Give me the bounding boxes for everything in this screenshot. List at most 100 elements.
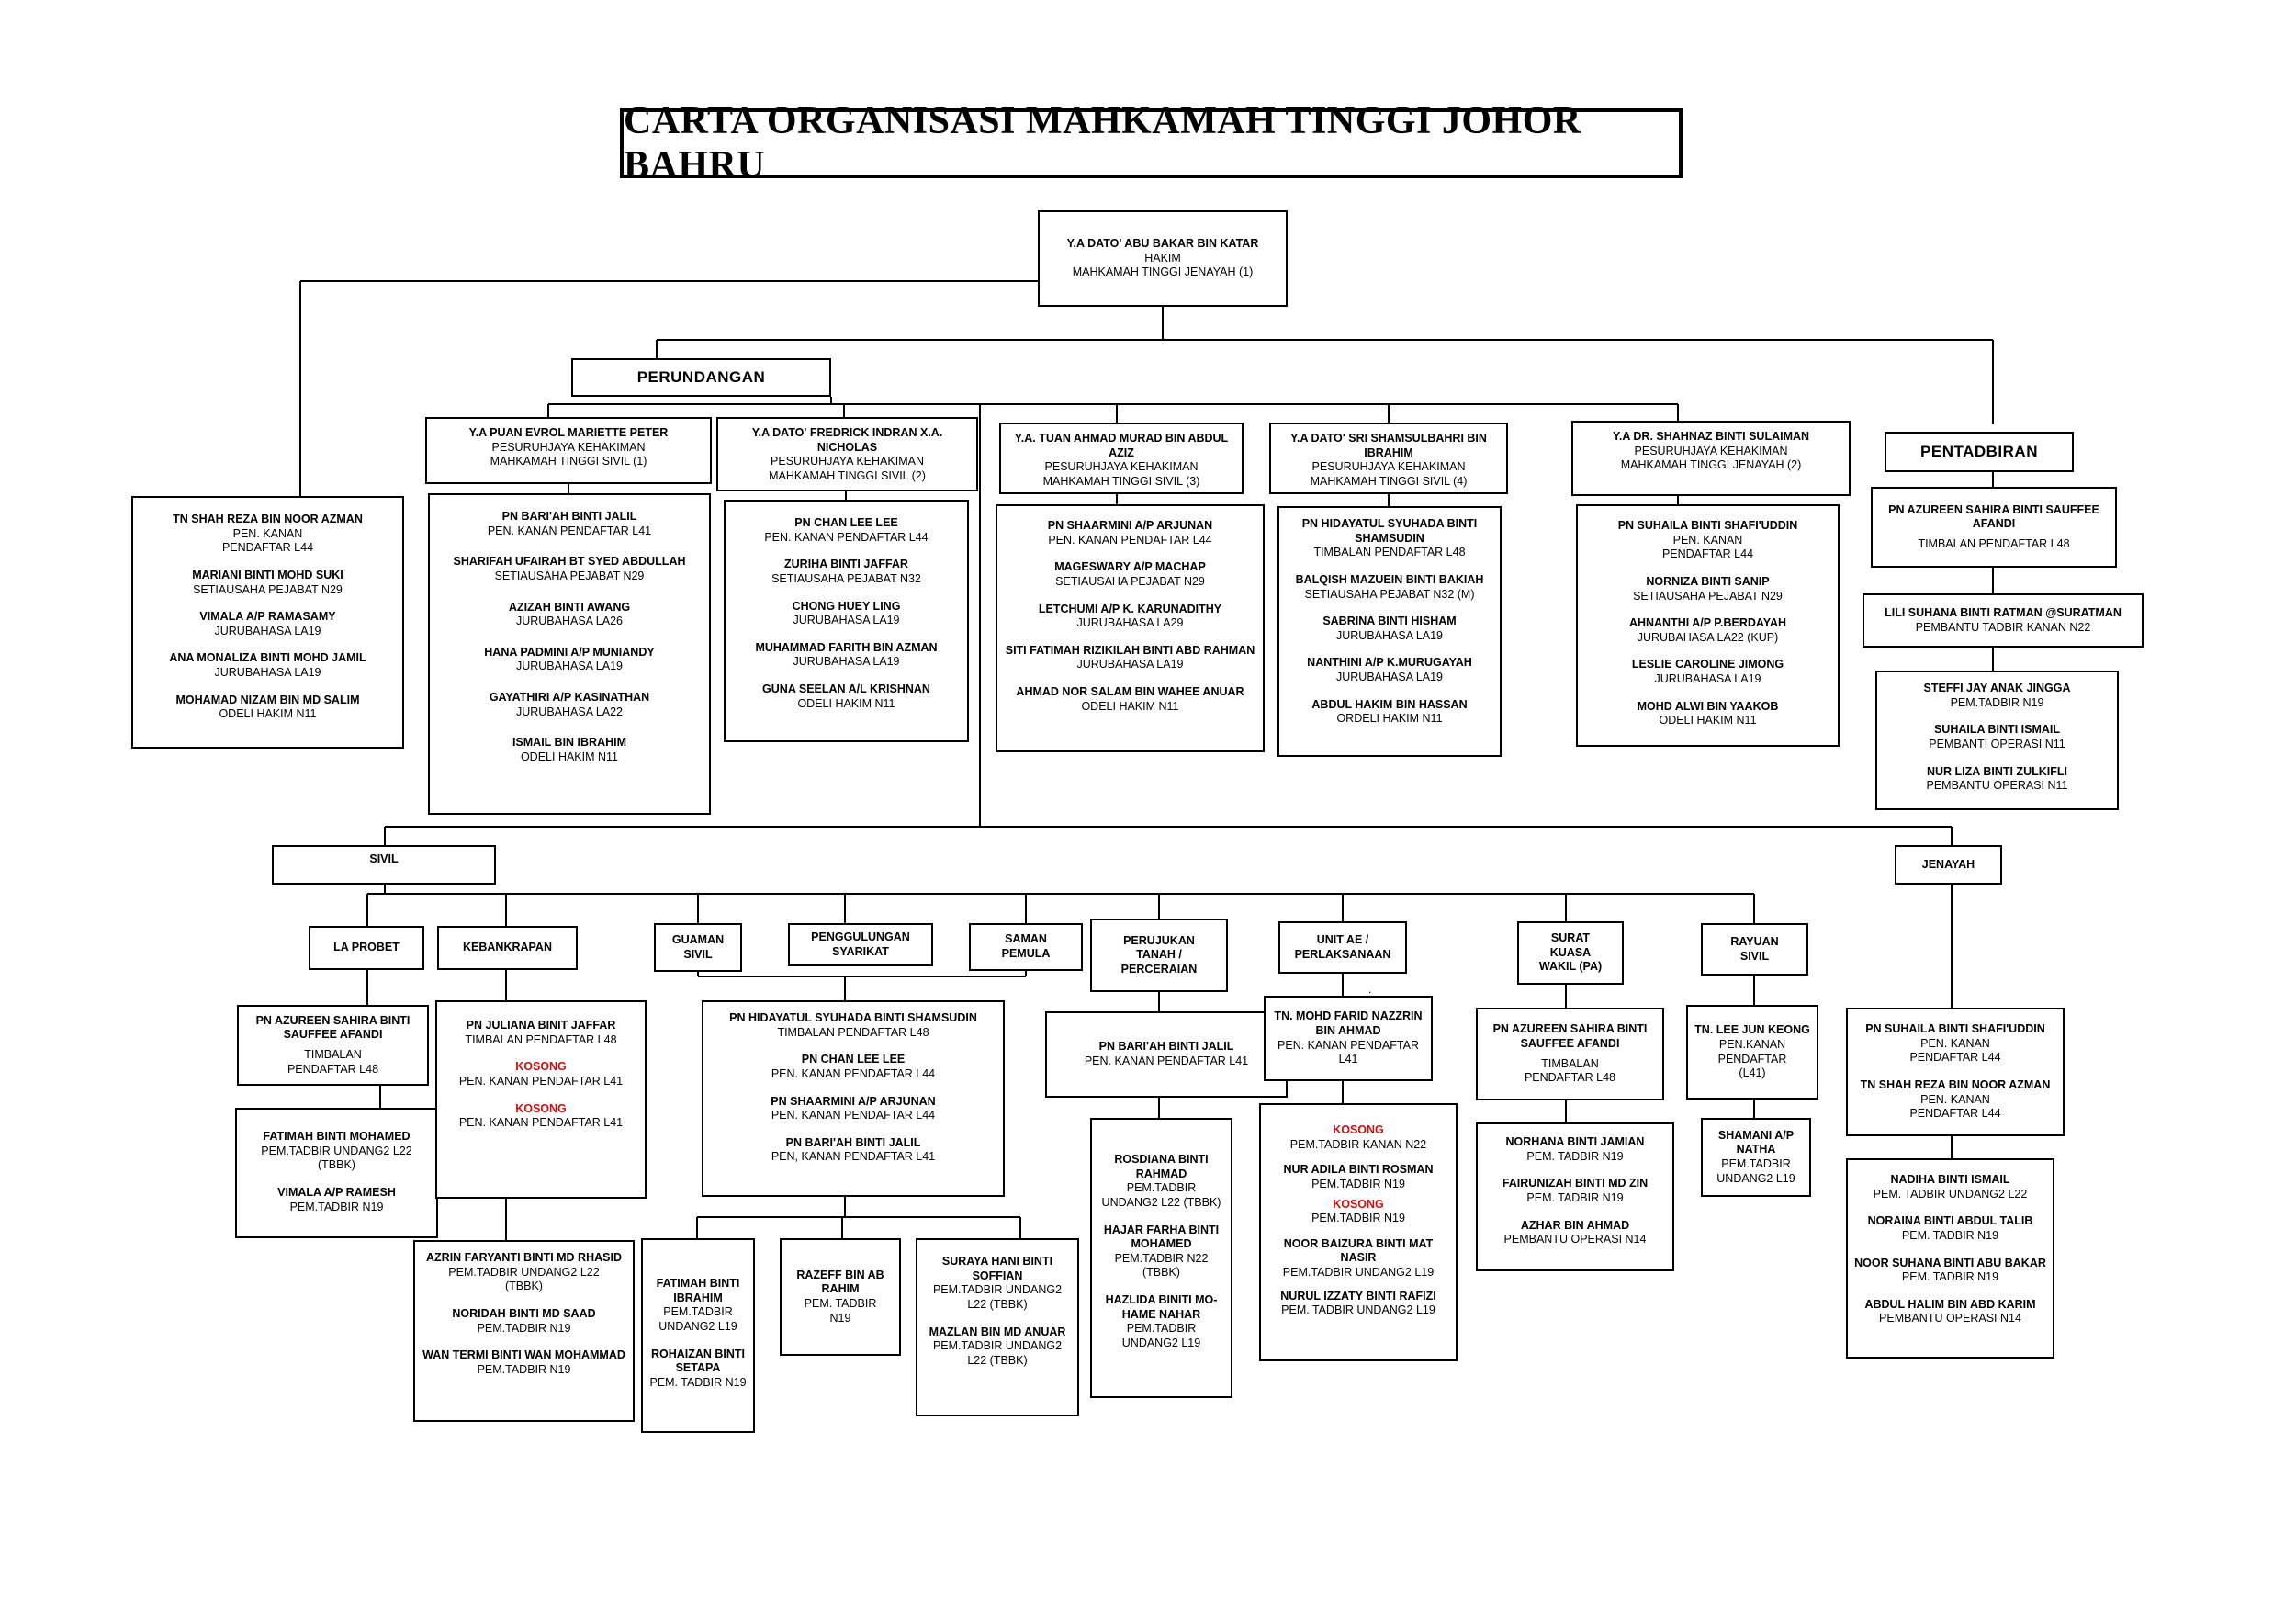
unit-label: RAYUAN SIVIL	[1730, 934, 1779, 963]
unit-guaman-sivil: GUAMAN SIVIL	[654, 923, 742, 972]
judge-box-4: Y.A DATO' SRI SHAMSULBAHRI BIN IBRAHIM P…	[1269, 423, 1508, 494]
staff-post: SETIAUSAHA PEJABAT N32	[771, 571, 921, 585]
staff-name: PN HIDAYATUL SYUHADA BINTI SHAMSUDIN	[729, 1011, 977, 1024]
staff-name: VIMALA A/P RAMESH	[277, 1185, 396, 1199]
staff-name: PN AZUREEN SAHIRA BINTI SAUFFEE AFANDI	[1888, 502, 2099, 531]
jenayah-label: JENAYAH	[1921, 857, 1975, 871]
staff-name: ZURIHA BINTI JAFFAR	[784, 558, 908, 571]
perujukan-head-box: PN BARI'AH BINTI JALIL PEN. KANAN PENDAF…	[1045, 1011, 1288, 1098]
kebankrapan-head-box: PN JULIANA BINIT JAFFAR TIMBALAN PENDAFT…	[435, 1000, 647, 1199]
staff-name: NUR LIZA BINTI ZULKIFLI	[1926, 764, 2067, 778]
staff-name: FATIMAH BINTI IBRAHIM	[656, 1277, 740, 1304]
staff-post: SETIAUSAHA PEJABAT N29	[1633, 589, 1783, 603]
staff-post: JURUBAHASA LA19	[214, 624, 321, 637]
staff-post: PEM. TADBIR UNDANG2 L19	[1281, 1303, 1435, 1317]
staff-post: TIMBALAN PENDAFTAR L48	[1313, 546, 1466, 559]
staff-name: NADIHA BINTI ISMAIL	[1890, 1173, 2010, 1186]
sivil-box: SIVIL	[272, 845, 496, 885]
judge-box-5: Y.A DR. SHAHNAZ BINTI SULAIMAN PESURUHJA…	[1571, 421, 1851, 496]
staff-post: JURUBAHASA LA19	[793, 655, 900, 669]
staff-post: PEM. TADBIR UNDANG2 L22	[1873, 1187, 2028, 1201]
staff-name: LILI SUHANA BINTI RATMAN @SURATMAN	[1885, 605, 2122, 619]
top-judge-name: Y.A DATO' ABU BAKAR BIN KATAR	[1066, 237, 1259, 251]
staff-name: NORNIZA BINTI SANIP	[1646, 574, 1770, 588]
page-title: CARTA ORGANISASI MAHKAMAH TINGGI JOHOR B…	[624, 100, 1581, 186]
staff-post: JURUBAHASA LA19	[214, 666, 321, 679]
staff-post: PEM. TADBIR N19	[804, 1297, 877, 1325]
staff-name: SURAYA HANI BINTI SOFFIAN	[941, 1255, 1053, 1282]
staff-post: TIMBALAN PENDAFTAR L48	[1524, 1056, 1616, 1085]
staff-post: JURUBAHASA LA22	[515, 705, 624, 718]
staff-post: TIMBALAN PENDAFTAR L48	[465, 1032, 617, 1046]
stray-dot: .	[1368, 983, 1372, 996]
staff-post: PEM.TADBIR N22 (TBBK)	[1114, 1251, 1209, 1280]
judge-name: Y.A DATO' FREDRICK INDRAN X.A. NICHOLAS	[751, 426, 943, 454]
vacant-label: KOSONG	[1333, 1197, 1384, 1211]
staff-name: MARIANI BINTI MOHD SUKI	[192, 568, 343, 581]
staff-post: PEMBANTI OPERASI N11	[1929, 737, 2065, 750]
staff-post: JURUBAHASA LA19	[1076, 658, 1184, 671]
staff-post: JURUBAHASA LA22 (KUP)	[1637, 630, 1779, 644]
chart-title-box: CARTA ORGANISASI MAHKAMAH TINGGI JOHOR B…	[620, 100, 1683, 186]
judge-court: MAHKAMAH TINGGI SIVIL (2)	[769, 468, 926, 482]
judge-role: PESURUHJAYA KEHAKIMAN	[771, 455, 924, 468]
staff-name: PN BARI'AH BINTI JALIL	[785, 1135, 921, 1149]
staff-name: AZIZAH BINTI AWANG	[508, 600, 631, 614]
top-judge-box: Y.A DATO' ABU BAKAR BIN KATAR HAKIM MAHK…	[1038, 210, 1288, 307]
staff-name: SUHAILA BINTI ISMAIL	[1933, 723, 2060, 737]
staff-post: PEM.TADBIR N19	[1950, 695, 2044, 709]
top-judge-role: HAKIM	[1144, 251, 1181, 265]
staff-post: PEN. KANAN PENDAFTAR L44	[1909, 1036, 2001, 1065]
staff-name: CHONG HUEY LING	[792, 599, 901, 613]
staff-post: ODELI HAKIM N11	[1081, 699, 1179, 713]
staff-name: NORAINA BINTI ABDUL TALIB	[1867, 1214, 2033, 1228]
staff-name: ANA MONALIZA BINTI MOHD JAMIL	[169, 651, 366, 665]
staff-post: JURUBAHASA LA29	[1076, 616, 1184, 630]
staff-post: PEM.TADBIR KANAN N22	[1289, 1137, 1427, 1151]
staff-post: PEN. KANAN PENDAFTAR L44	[771, 1109, 936, 1122]
staff-post: PEM. TADBIR N19	[649, 1375, 747, 1389]
staff-post: PEM.TADBIR N19	[1311, 1212, 1405, 1225]
staff-post: ODELI HAKIM N11	[1659, 714, 1757, 727]
staff-post: PEM.TADBIR UNDANG2 L22 (TBBK)	[448, 1265, 600, 1293]
staff-name: NOOR BAIZURA BINTI MAT NASIR	[1283, 1236, 1434, 1265]
unit-surat-kuasa: SURAT KUASA WAKIL (PA)	[1517, 921, 1624, 985]
staff-post: PEM.TADBIR UNDANG2 L19	[1121, 1322, 1201, 1349]
staff-post: PEM. TADBIR N19	[1901, 1228, 1999, 1242]
staff-name: GAYATHIRI A/P KASINATHAN	[489, 691, 650, 704]
judge-box-1: Y.A PUAN EVROL MARIETTE PETER PESURUHJAY…	[425, 417, 712, 484]
judge-name: Y.A. TUAN AHMAD MURAD BIN ABDUL AZIZ	[1014, 432, 1229, 459]
judge-role: PESURUHJAYA KEHAKIMAN	[1634, 444, 1788, 457]
la-probet-head-box: PN AZUREEN SAHIRA BINTI SAUFFEE AFANDI T…	[237, 1005, 429, 1086]
staff-post: PEM.TADBIR N19	[477, 1362, 571, 1376]
staff-name: LESLIE CAROLINE JIMONG	[1631, 658, 1784, 671]
staff-name: LETCHUMI A/P K. KARUNADITHY	[1038, 602, 1222, 615]
pentadbiran-box: PENTADBIRAN	[1885, 432, 2074, 472]
judge-court: MAHKAMAH TINGGI SIVIL (3)	[1042, 474, 1200, 488]
staff-name: PN JULIANA BINIT JAFFAR	[466, 1019, 616, 1032]
unit-saman-pemula: SAMAN PEMULA	[969, 923, 1083, 971]
staff-name: RAZEFF BIN AB RAHIM	[796, 1268, 884, 1296]
staff-post: TIMBALAN PENDAFTAR L48	[777, 1025, 929, 1039]
staff-post: TIMBALAN PENDAFTAR L48	[287, 1048, 379, 1076]
staff-name: MOHD ALWI BIN YAAKOB	[1637, 699, 1779, 713]
staff-name: SABRINA BINTI HISHAM	[1322, 615, 1457, 628]
judge-name: Y.A DATO' SRI SHAMSULBAHRI BIN IBRAHIM	[1290, 432, 1487, 459]
staff-post: PEN. KANAN PENDAFTAR L44	[771, 1066, 936, 1080]
staff-name: NORHANA BINTI JAMIAN	[1505, 1135, 1645, 1148]
judge-court: MAHKAMAH TINGGI SIVIL (1)	[490, 455, 647, 468]
staff-post: PEMBANTU OPERASI N11	[1926, 779, 2068, 793]
staff-post: TIMBALAN PENDAFTAR L48	[1918, 536, 2070, 550]
staff-name: STEFFI JAY ANAK JINGGA	[1923, 682, 2071, 694]
surat-kuasa-head-box: PN AZUREEN SAHIRA BINTI SAUFFEE AFANDI T…	[1476, 1008, 1664, 1100]
staff-name: MAZLAN BIN MD ANUAR	[929, 1325, 1066, 1338]
staff-post: PEM.TADBIR UNDANG2 L22 (TBBK)	[261, 1144, 412, 1172]
staff-post: SETIAUSAHA PEJABAT N32 (M)	[1304, 587, 1475, 601]
